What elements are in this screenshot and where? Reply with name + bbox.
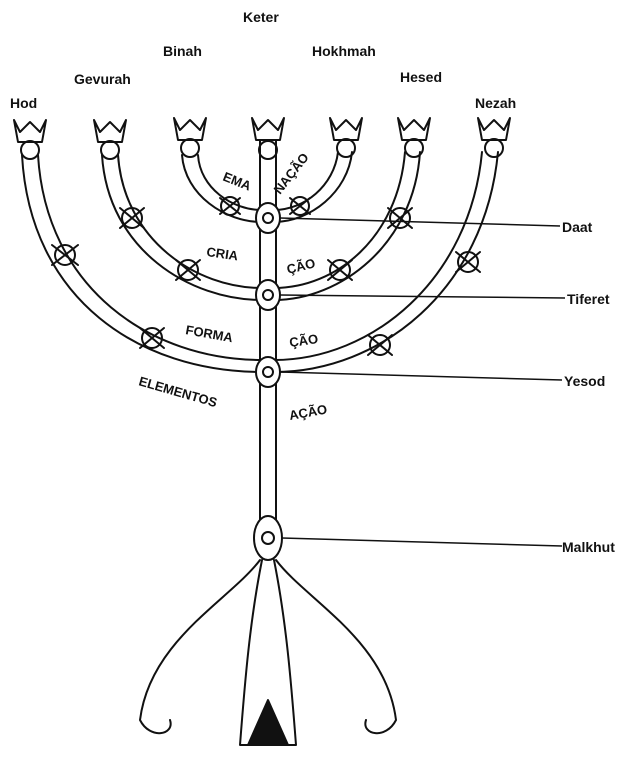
label-gevurah: Gevurah	[74, 71, 131, 87]
cup-keter	[252, 118, 284, 159]
pointer-lines	[280, 218, 565, 546]
label-hod: Hod	[10, 95, 37, 111]
label-emanation-left: EMA	[221, 169, 254, 194]
node-tiferet	[256, 280, 280, 310]
cup-binah	[174, 118, 206, 157]
cup-ornaments	[14, 118, 510, 159]
label-creation-left: CRIA	[206, 244, 240, 263]
node-yesod	[256, 357, 280, 387]
cup-nezah	[478, 118, 510, 157]
label-nezah: Nezah	[475, 95, 516, 111]
knop	[120, 208, 144, 228]
node-malkhut	[254, 516, 282, 560]
knop	[368, 335, 392, 355]
label-action-left: ELEMENTOS	[137, 373, 219, 410]
label-tiferet: Tiferet	[567, 291, 610, 307]
label-hesed: Hesed	[400, 69, 442, 85]
cup-hokhmah	[330, 118, 362, 157]
node-daat	[256, 203, 280, 233]
label-formation-right: ÇÃO	[288, 331, 319, 350]
knop	[388, 208, 412, 228]
label-formation-left: FORMA	[184, 322, 234, 345]
label-daat: Daat	[562, 219, 593, 235]
label-hokhmah: Hokhmah	[312, 43, 376, 59]
label-creation-right: ÇÃO	[285, 255, 317, 277]
menorah-arms	[22, 140, 498, 520]
knop	[328, 260, 352, 280]
knop	[176, 260, 200, 280]
stem-nodes	[254, 203, 282, 560]
cup-gevurah	[94, 120, 126, 159]
cup-hesed	[398, 118, 430, 157]
label-malkhut: Malkhut	[562, 539, 615, 555]
menorah-base	[140, 560, 396, 745]
label-action-right: AÇÃO	[288, 402, 328, 423]
cup-hod	[14, 120, 46, 159]
label-keter: Keter	[243, 9, 279, 25]
label-binah: Binah	[163, 43, 202, 59]
label-yesod: Yesod	[564, 373, 605, 389]
knop	[52, 245, 78, 265]
